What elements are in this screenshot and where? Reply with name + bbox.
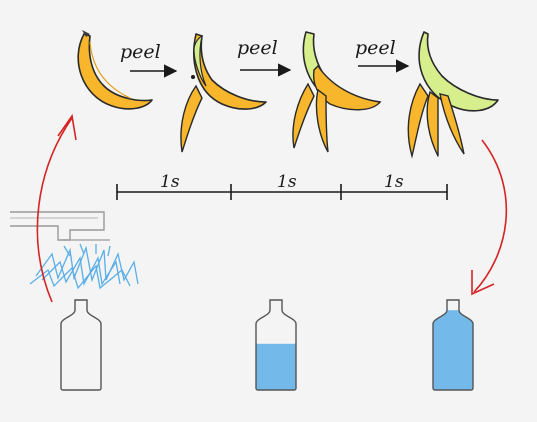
peeled-fruit (193, 34, 207, 87)
water-bottle-icon (60, 299, 102, 391)
banana-stage-1 (77, 30, 153, 110)
timeline: 1s 1s 1s (116, 172, 448, 200)
arrow-icon (473, 139, 508, 293)
peel-step-1: peel (120, 41, 178, 78)
peeled-fruit (418, 31, 499, 112)
peel-label: peel (120, 41, 161, 63)
water-bottles (60, 299, 474, 391)
peel-label: peel (237, 37, 278, 59)
faucet-icon (10, 211, 105, 241)
water-bottle-2 (255, 299, 297, 391)
peel-step-2: peel (237, 37, 292, 77)
peel-strip (439, 93, 465, 155)
time-label: 1s (384, 172, 404, 192)
peel-strip (315, 88, 329, 153)
time-label: 1s (160, 172, 180, 192)
peel-strip (407, 82, 429, 159)
water-spray (29, 243, 139, 290)
banana-icon (312, 64, 382, 111)
banana-stage-2 (180, 33, 267, 153)
banana-icon (193, 33, 267, 110)
peel-strip (426, 90, 439, 157)
faucet (10, 211, 139, 290)
peel-step-3: peel (355, 37, 410, 73)
arrow-icon (36, 117, 73, 303)
time-label: 1s (277, 172, 297, 192)
peel-strip (180, 84, 203, 153)
water-bottle-3 (432, 299, 474, 391)
banana-icon (77, 33, 153, 110)
peel-strip (292, 82, 315, 149)
banana-stage-4 (407, 31, 499, 159)
water-fill (256, 343, 296, 390)
water-fill (433, 310, 473, 390)
banana-to-bottle-arrow (471, 139, 508, 296)
peel-label: peel (355, 37, 396, 59)
water-bottle-1 (60, 299, 102, 391)
water-bottle-icon (432, 299, 474, 391)
faucet-to-banana-arrow (36, 113, 77, 303)
water-bottle-icon (255, 299, 297, 391)
banana-stage-3 (292, 31, 382, 153)
